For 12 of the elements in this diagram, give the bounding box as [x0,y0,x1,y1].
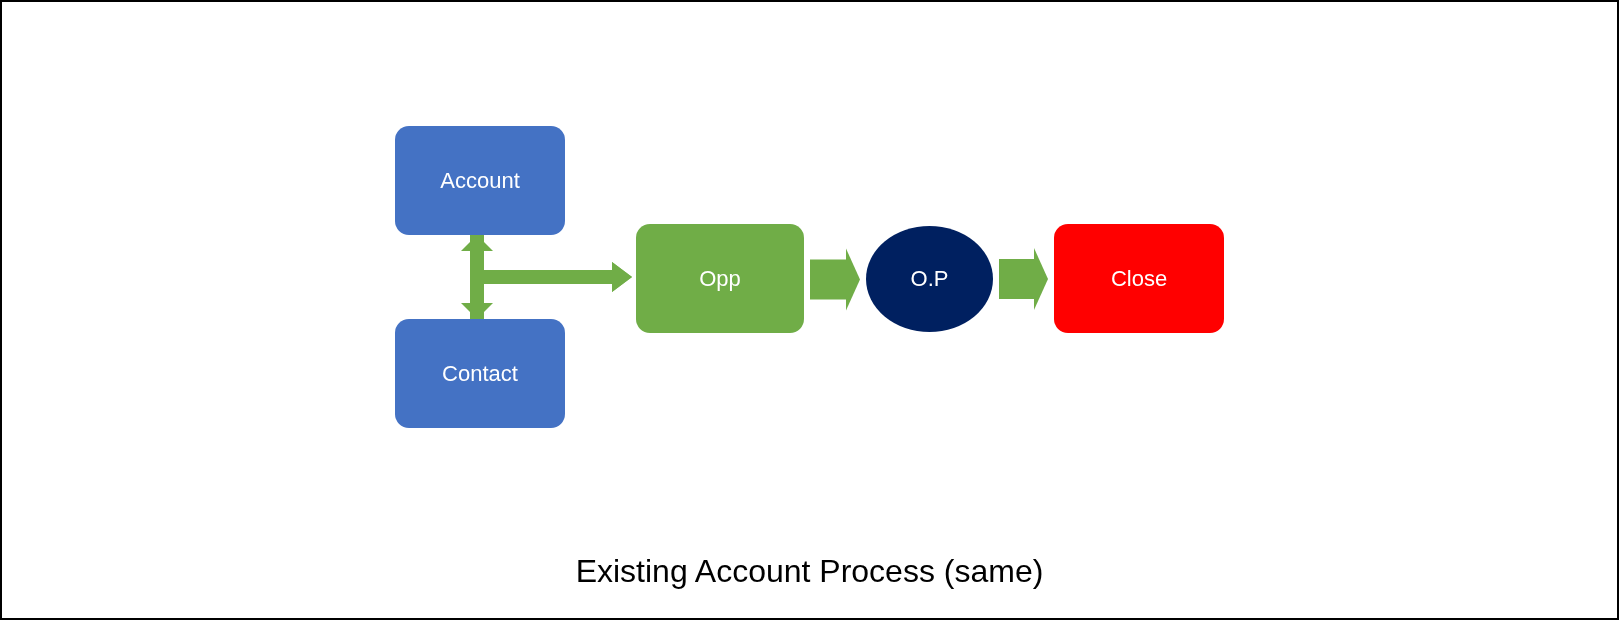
node-label: O.P [910,266,949,292]
process-box [395,126,565,235]
process-box [636,224,804,333]
process-box [1054,224,1224,333]
node-label: Close [1110,265,1168,292]
process-box [395,319,565,428]
diagram-title: Existing Account Process (same) [575,553,1044,589]
arrow [470,262,632,319]
node-label: Opp [699,265,741,292]
arrow [999,248,1048,310]
node-label: Contact [442,360,518,387]
node-label: Account [440,167,520,194]
